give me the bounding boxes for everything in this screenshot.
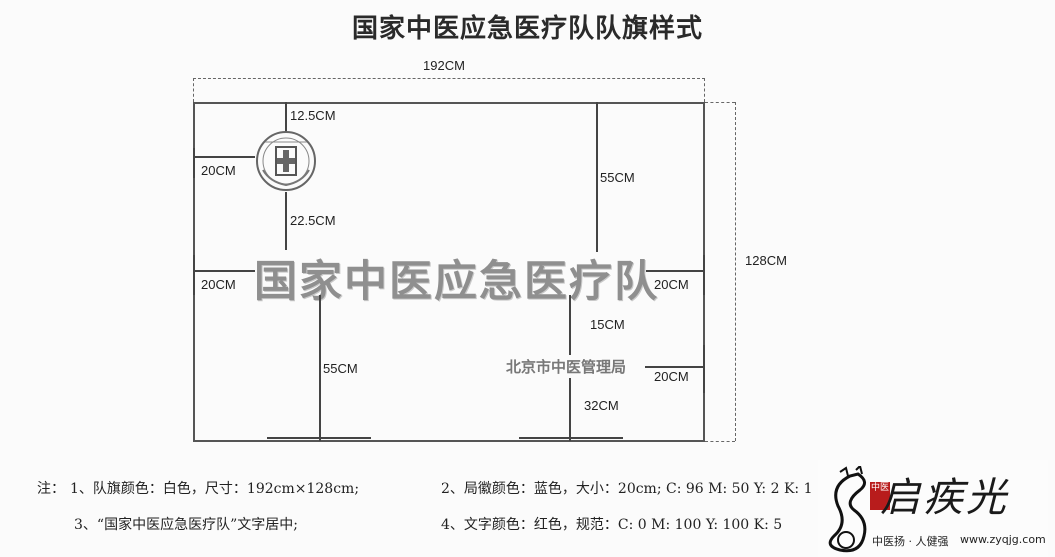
emblem-left-tick [193,148,195,178]
lower-left-foot [267,437,371,439]
brand-seal: 中医 [870,482,890,510]
brand-watermark [818,460,1048,557]
org-right-tick [703,345,705,393]
text-right-tick [703,255,705,295]
org-below-foot [519,437,623,439]
dim-upper-right: 55CM [600,170,635,185]
brand-slogan: 中医扬 · 人健强 [872,535,949,548]
note-3: 3、“国家中医应急医疗队”文字居中; [74,517,298,533]
dim-width-tick-right [704,78,705,102]
brand-url: www.zyqjg.com [960,533,1046,546]
emblem-below-line [285,192,287,250]
dim-height-tick-bottom [705,441,735,442]
lower-left-line [319,295,321,441]
org-above-line [569,295,571,355]
text-right-line [646,270,705,272]
dim-org-above: 15CM [590,317,625,332]
org-below-line [569,378,571,441]
dim-width: 192CM [423,58,465,73]
dim-lower-left: 55CM [323,361,358,376]
org-right-line [645,366,705,368]
dim-emblem-top: 12.5CM [290,108,336,123]
note-2: 2、局徽颜色：蓝色，大小：20cm; C: 96 M: 50 Y: 2 K: 1 [441,481,813,497]
emblem-left-line [193,156,255,158]
dim-width-tick-left [193,78,194,102]
dim-org-right: 20CM [654,369,689,384]
dim-width-line [193,78,705,79]
dim-text-right: 20CM [654,277,689,292]
dim-org-below: 32CM [584,398,619,413]
text-left-tick [193,255,195,295]
flag-org-text: 北京市中医管理局 [506,358,627,376]
dim-text-left: 20CM [201,277,236,292]
dim-height-line [735,102,736,441]
text-left-line [193,270,255,272]
note-1: 1、队旗颜色：白色，尺寸：192cm×128cm; [70,481,360,497]
dim-height-tick-top [705,102,735,103]
dragon-logo-icon [828,466,867,553]
note-4: 4、文字颜色：红色，规范：C: 0 M: 100 Y: 100 K: 5 [441,517,783,533]
emblem-icon [256,131,316,191]
flag-main-text: 国家中医应急医疗队 [254,257,659,307]
upper-right-line [596,102,598,252]
page-title: 国家中医应急医疗队队旗样式 [351,14,703,44]
brand-name: 启疾光 [880,475,1009,521]
dim-height: 128CM [745,253,787,268]
emblem-top-line [285,102,287,132]
dim-emblem-below: 22.5CM [290,213,336,228]
notes-label: 注： [37,481,65,497]
dim-emblem-left: 20CM [201,163,236,178]
